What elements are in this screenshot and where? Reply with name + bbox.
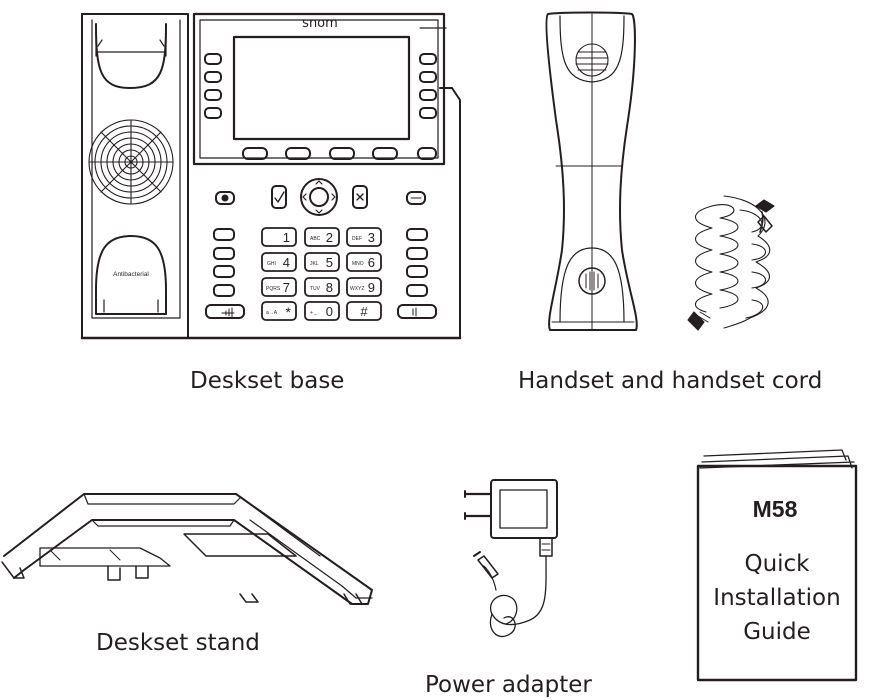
key-digit: 6 [368,255,375,270]
key-letters: GHI [267,261,276,267]
bottom-softkeys [242,147,437,160]
key-digit: 0 [326,304,333,319]
earpiece-grille [575,43,609,77]
key-digit: 4 [283,255,290,270]
key-letters: TUV [310,286,321,292]
caption-handset-and-cord: Handset and handset cord [518,368,823,394]
key-digit: # [360,304,368,319]
key-digit: 7 [283,280,290,295]
key-letters: WXYZ [350,286,364,292]
key-letters: PQRS [266,286,281,292]
key-digit: 9 [368,280,375,295]
left-function-keys [205,191,245,319]
quick-installation-guide-drawing [696,449,858,682]
deskset-base-drawing [80,12,462,340]
key-letters: a→A [266,310,278,316]
handset-cord-drawing [687,195,775,331]
speaker-grille [88,119,174,205]
caption-power-adapter: Power adapter [425,672,592,698]
lcd-screen [232,35,411,141]
key-letters: + _ [310,310,317,316]
caption-deskset-stand: Deskset stand [96,630,260,656]
key-letters: DEF [352,236,362,242]
key-digit: 8 [326,280,333,295]
key-letters: MNO [352,261,364,267]
right-softkeys [419,53,437,119]
mouthpiece [578,267,606,295]
guide-model: M58 [753,496,798,522]
key-digit: * [286,304,292,320]
antibacterial-label: Antibacterial [113,271,149,278]
left-softkeys [204,53,222,119]
key-digit: 3 [368,230,375,245]
key-letters: JKL [310,261,319,267]
key-digit: 5 [326,255,333,270]
caption-deskset-base: Deskset base [190,368,345,394]
power-adapter-drawing [463,479,558,638]
key-letters: ABC [310,236,321,242]
guide-line-installation: Installation [713,585,840,611]
brand-logo: snom [302,16,338,31]
key-digit: 2 [326,230,333,245]
guide-cover-text: M58 Quick Installation Guide [713,496,840,645]
keypad [261,227,382,321]
deskset-stand-drawing [1,493,373,605]
key-digit: 1 [283,230,290,245]
guide-line-guide: Guide [743,619,811,645]
guide-line-quick: Quick [744,551,810,577]
navigation-cluster [271,178,368,216]
keypad-labels: 1 ABC 2 DEF 3 GHI 4 JKL 5 MNO 6 PQRS 7 T… [266,230,375,320]
handset-drawing [545,11,638,331]
right-function-keys [397,191,437,319]
